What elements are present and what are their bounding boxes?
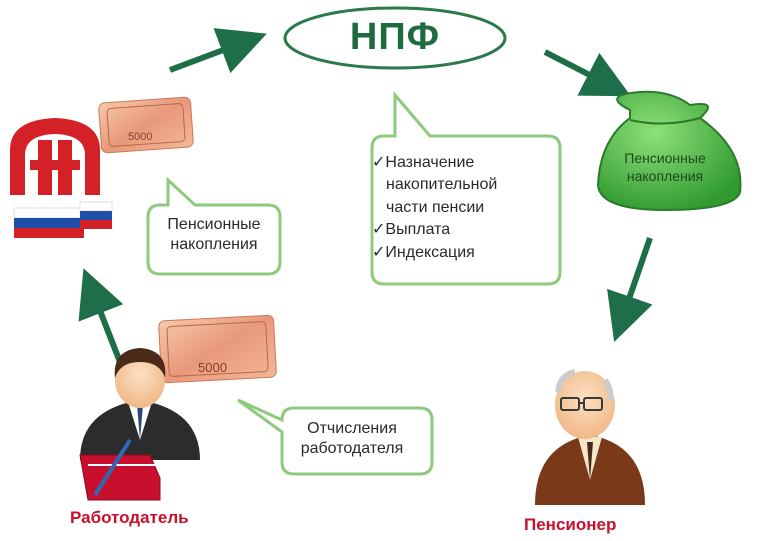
pfr-logo-icon xyxy=(10,118,100,195)
bubble-center-text: ✓Назначение накопительной части пенсии ✓… xyxy=(372,152,552,264)
pensioner-person-icon xyxy=(535,369,645,505)
bubble-bottom-shape xyxy=(237,398,434,476)
money-bag-icon xyxy=(596,90,742,212)
bubble-center-item: части пенсии xyxy=(386,198,485,216)
arrow-to-npf xyxy=(168,28,267,74)
bag-line: накопления xyxy=(626,167,704,184)
employer-person-icon xyxy=(80,348,200,460)
bubble-center-shape xyxy=(370,90,562,286)
banknote-stack-icon: 5000 xyxy=(158,314,277,384)
bubble-center-item: ✓Назначение xyxy=(372,154,475,171)
bubble-left-line: накопления xyxy=(170,236,258,253)
bubble-bottom-line: работодателя xyxy=(300,440,404,457)
svg-text:5000: 5000 xyxy=(128,131,152,143)
bubble-left-shape xyxy=(146,176,282,276)
folder-pen-icon xyxy=(79,438,161,501)
arrow-bag-to-pensioner xyxy=(607,237,653,343)
bubble-bottom-line: Отчисления xyxy=(307,420,397,437)
bubble-left-text: Пенсионные накопления xyxy=(148,215,280,255)
employer-label: Работодатель xyxy=(70,508,189,527)
bubble-center-item: накопительной xyxy=(386,176,498,194)
banknote-stack-icon: 5000 xyxy=(98,96,194,154)
npf-title: НПФ xyxy=(349,16,441,59)
bag-text: Пенсионные накопления xyxy=(598,150,732,185)
bag-line: Пенсионные xyxy=(624,150,706,166)
bubble-left-line: Пенсионные xyxy=(167,216,261,233)
arrow-npf-to-bag xyxy=(543,49,632,97)
bubble-center-item: ✓Индексация xyxy=(372,243,475,261)
svg-text:5000: 5000 xyxy=(198,360,227,375)
arrow-employer-to-pfr xyxy=(78,268,124,364)
npf-ellipse xyxy=(283,6,507,70)
russian-flag-icon xyxy=(13,201,113,238)
pensioner-label: Пенсионер xyxy=(524,515,617,534)
bubble-center-item: ✓Выплата xyxy=(372,221,451,239)
bubble-bottom-text: Отчисления работодателя xyxy=(282,419,422,459)
